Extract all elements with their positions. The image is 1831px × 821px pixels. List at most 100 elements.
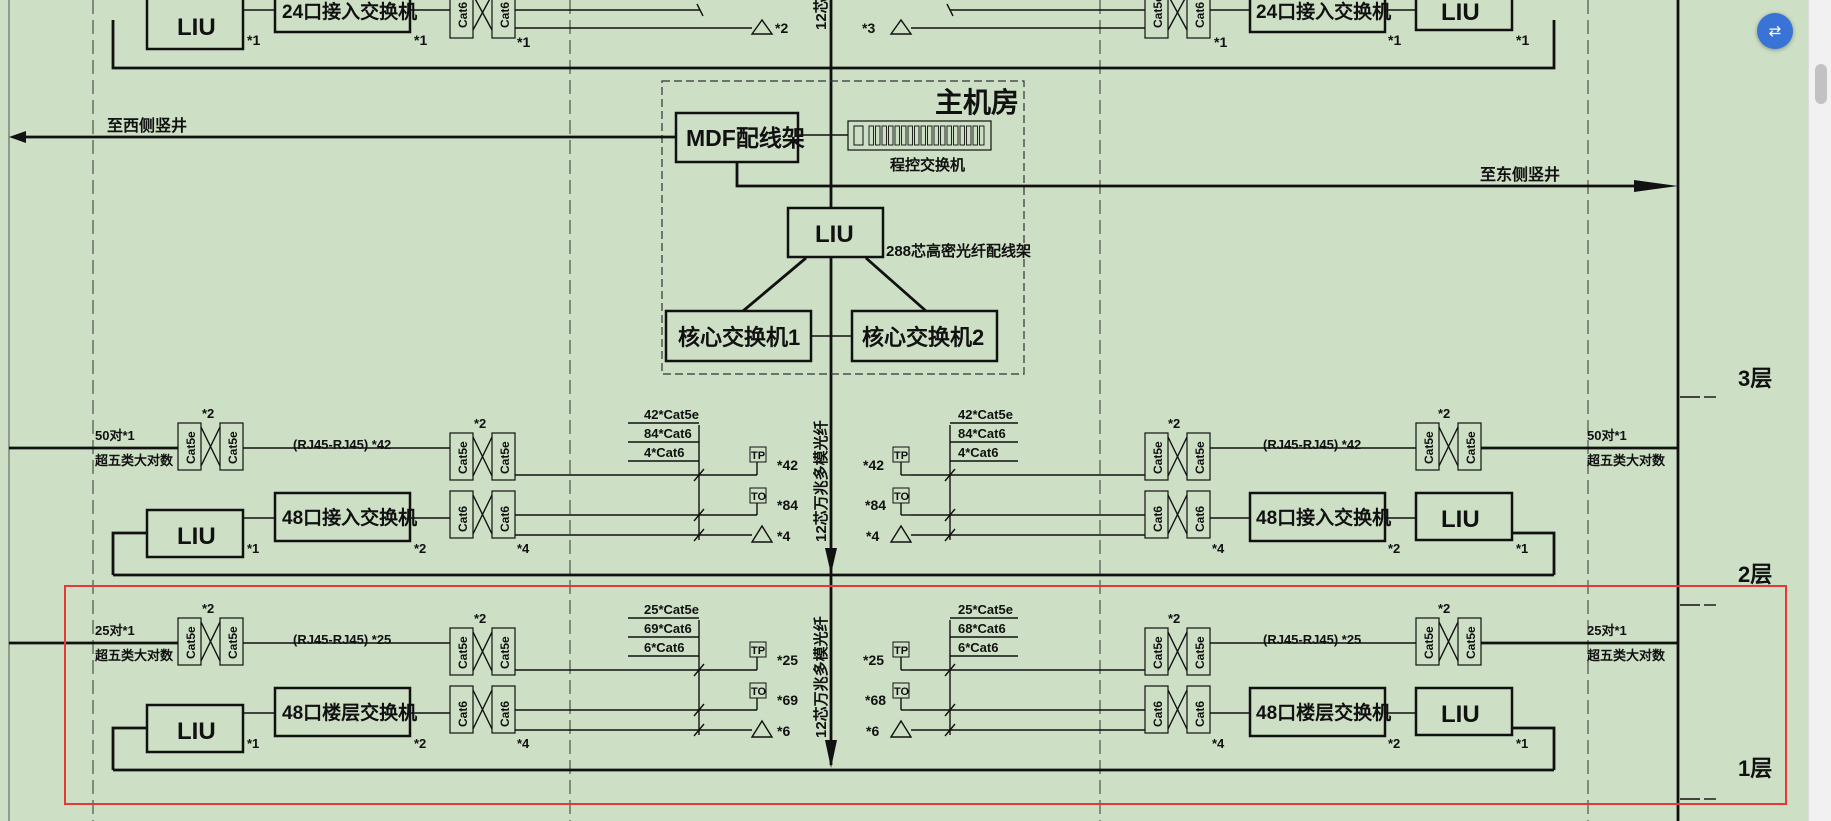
- patch-panel-label-text: Cat5e: [456, 636, 470, 669]
- patch-panel-label-text: Cat6: [1151, 506, 1165, 532]
- patch-panel-label-text: Cat5e: [1464, 431, 1478, 464]
- pbx-port: [972, 125, 978, 146]
- scrollbar-thumb[interactable]: [1815, 64, 1827, 104]
- patch-panel-label-text: Cat5e: [226, 431, 240, 464]
- patch-panel-label: Cat5e: [1151, 441, 1165, 474]
- bundle-tick: [693, 663, 705, 677]
- patch-panel-cross: [472, 436, 493, 477]
- svg-text:*1: *1: [517, 34, 530, 50]
- multiplier: *4: [517, 541, 530, 556]
- patch-panel-label: Cat6: [1151, 506, 1165, 532]
- server-room: 主机房 MDF配线架 程控交换机 LIU 288芯高密光纤配线架 核心交换机1 …: [661, 80, 1031, 375]
- fiber-loop: [1512, 531, 1556, 575]
- tp-label: TP: [751, 450, 765, 462]
- access-switch-left-label: 48口楼层交换机: [282, 701, 417, 724]
- bundle-label: 84*Cat6: [958, 426, 1006, 441]
- riser-fiber-label: 12芯万兆多模光纤: [812, 420, 830, 542]
- fiber-loop: [1512, 726, 1556, 770]
- patch-panel-label: Cat5e: [226, 431, 240, 464]
- svg-text:288芯高密光纤配线架: 288芯高密光纤配线架: [886, 242, 1031, 260]
- bundle-label: 69*Cat6: [644, 621, 692, 636]
- riser-fiber-label: 12芯万兆多模光纤: [812, 0, 830, 30]
- core-switch-1: [664, 309, 813, 363]
- svg-text:Cat6: Cat6: [498, 2, 512, 28]
- vertical-scrollbar[interactable]: [1808, 0, 1831, 821]
- svg-text:LIU: LIU: [177, 14, 216, 41]
- patch-panel-left: [449, 627, 474, 676]
- svg-text:Cat6: Cat6: [456, 2, 470, 28]
- bundle-tick: [693, 508, 705, 522]
- patch-panel-label-text: Cat5e: [184, 626, 198, 659]
- to-label: TO: [751, 686, 767, 698]
- svg-text:*3: *3: [862, 20, 875, 36]
- patch-panel-label: Cat5e: [1422, 626, 1436, 659]
- pbx-port: [940, 125, 946, 146]
- multiplier: *4: [1212, 541, 1225, 556]
- patch-panel-label: Cat5e: [1464, 626, 1478, 659]
- bundle-label: 84*Cat6: [644, 426, 692, 441]
- bundle-label: 42*Cat5e: [644, 407, 699, 422]
- svg-text:LIU: LIU: [1441, 0, 1480, 26]
- multiplier: *2: [1168, 611, 1180, 626]
- outlet-count: *42: [863, 457, 884, 473]
- pbx-port: [914, 125, 920, 146]
- bundle-tick: [944, 723, 956, 737]
- bundle-tick: [944, 663, 956, 677]
- bundle-label: 6*Cat6: [958, 640, 998, 655]
- west-arrow: [9, 131, 26, 143]
- patch-panel-label: Cat5e: [184, 431, 198, 464]
- patch-panel-right: [1186, 432, 1211, 481]
- fiber-loop: [111, 531, 147, 575]
- patch-panel-cross: [472, 689, 493, 730]
- patch-panel-label-text: Cat6: [1193, 506, 1207, 532]
- floor-label-3: 3层: [1738, 366, 1772, 391]
- outlet-count: *6: [777, 723, 790, 739]
- bundle-label: 68*Cat6: [958, 621, 1006, 636]
- multiplier: *1: [247, 541, 259, 556]
- pbx-port: [888, 125, 894, 146]
- patch-panel-right: [1186, 627, 1211, 676]
- multiplier: *2: [202, 601, 214, 616]
- svg-text:Cat5e: Cat5e: [1151, 0, 1165, 28]
- liu-left: [145, 508, 245, 559]
- patch-panel-label-text: Cat5e: [1464, 626, 1478, 659]
- liu-right-label: LIU: [1441, 506, 1480, 533]
- pair-type: 超五类大对数: [1587, 648, 1666, 663]
- highlight-box: [64, 585, 1787, 805]
- patch-panel-label: Cat5e: [456, 636, 470, 669]
- patch-panel-right: [1457, 617, 1482, 666]
- patch-panel-left: [1144, 627, 1169, 676]
- fiber-loop: [111, 726, 147, 770]
- translate-icon: ⇄: [1768, 22, 1782, 40]
- to-outlet: [749, 487, 767, 504]
- pbx-port: [868, 125, 874, 146]
- patch-panel-right: [219, 422, 244, 471]
- bundle-tick: [693, 703, 705, 717]
- patch-panel-right: [491, 627, 516, 676]
- tp-outlet: [749, 641, 767, 658]
- svg-text:*1: *1: [1388, 32, 1401, 48]
- outlet-count: *69: [777, 692, 798, 708]
- pbx-port: [979, 125, 985, 146]
- patch-panel-right: [1457, 422, 1482, 471]
- svg-text:核心交换机2: 核心交换机2: [862, 325, 984, 350]
- patch-panel-label-text: Cat5e: [498, 636, 512, 669]
- bundle-tick: [944, 703, 956, 717]
- translate-button[interactable]: ⇄: [1757, 13, 1793, 49]
- patch-panel-right: [1186, 490, 1211, 539]
- svg-text:*1: *1: [247, 32, 260, 48]
- svg-text:Cat6: Cat6: [1193, 2, 1207, 28]
- multiplier: *2: [1388, 736, 1400, 751]
- east-trunk-label: 至东侧竖井: [1480, 165, 1560, 184]
- patch-cord-label: (RJ45-RJ45) *42: [293, 437, 391, 452]
- patch-panel-label: Cat5e: [498, 441, 512, 474]
- pbx-port: [953, 125, 959, 146]
- pbx-port: [875, 125, 881, 146]
- patch-panel-cross: [1438, 426, 1459, 467]
- multiplier: *4: [517, 736, 530, 751]
- patch-panel-cross: [1167, 631, 1188, 672]
- multiplier: *2: [202, 406, 214, 421]
